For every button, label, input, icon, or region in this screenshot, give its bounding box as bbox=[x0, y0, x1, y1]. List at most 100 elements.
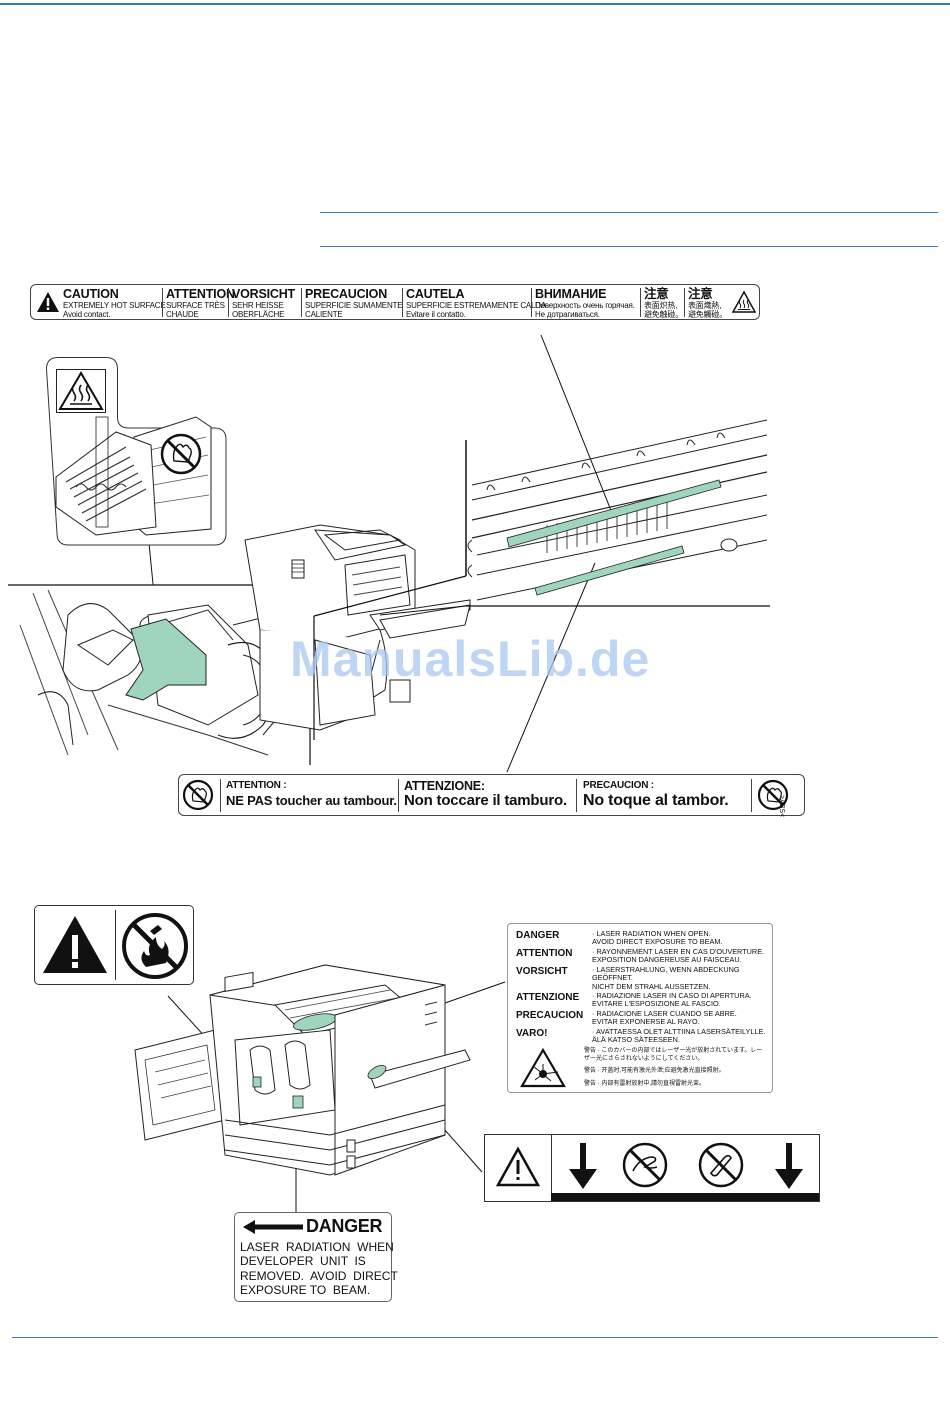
developer-danger-label: DANGER LASER RADIATION WHEN DEVELOPER UN… bbox=[234, 1212, 398, 1302]
caution-heading: ATTENTION bbox=[166, 287, 235, 301]
laser-row-key: ATTENZIONE bbox=[516, 992, 580, 1003]
divider bbox=[684, 288, 685, 317]
label-code: >ABS< bbox=[778, 795, 785, 818]
divider bbox=[640, 288, 641, 317]
laser-row-text: · RADIAZIONE LASER IN CASO DI APERTURA. … bbox=[592, 991, 752, 1009]
caution-heading: VORSICHT bbox=[232, 287, 295, 301]
laser-row-key: PRECAUCION bbox=[516, 1010, 584, 1021]
no-fire-icon bbox=[122, 913, 188, 979]
caution-text-line: OBERFLÄCHE bbox=[232, 310, 285, 319]
caution-text-line: EXTREMELY HOT SURFACE bbox=[63, 301, 166, 310]
caution-heading: 注意 bbox=[644, 287, 669, 301]
divider bbox=[398, 779, 399, 812]
hot-roller-highlight-upper bbox=[506, 479, 722, 548]
asian-warning-line: 警告 · このカバーの内部ではレーザー光が放射されています。レーザー光にさらされ… bbox=[584, 1048, 763, 1062]
caution-text-line: 避免触碰。 bbox=[644, 310, 683, 319]
warning-triangle-icon bbox=[43, 916, 107, 973]
right-laser-highlight bbox=[367, 1064, 387, 1080]
do-not-touch-drum-label: ATTENTION : NE PAS toucher au tambour. A… bbox=[178, 774, 805, 818]
divider bbox=[751, 779, 752, 812]
laser-danger-label: DANGER · LASER RADIATION WHEN OPEN. AVOI… bbox=[507, 923, 773, 1093]
section-rule-top bbox=[320, 212, 938, 213]
caution-heading: ВНИМАНИЕ bbox=[535, 287, 607, 301]
caution-col-fr: ATTENTION SURFACE TRÈS CHAUDE bbox=[166, 287, 235, 319]
divider bbox=[531, 288, 532, 317]
laser-row-text: · LASERSTRAHLUNG, WENN ABDECKUNG GEÖFFNE… bbox=[592, 965, 740, 991]
section-rule-bottom bbox=[320, 246, 938, 247]
drum-heading: ATTENTION : bbox=[226, 780, 287, 791]
caution-text-line: CALIENTE bbox=[305, 310, 343, 319]
developer-danger-text: LASER RADIATION WHEN DEVELOPER UNIT IS R… bbox=[240, 1240, 398, 1298]
hot-surface-caution-label: CAUTION EXTREMELY HOT SURFACE Avoid cont… bbox=[30, 284, 760, 320]
drum-col-es: PRECAUCION : No toque al tambor. bbox=[583, 780, 729, 810]
zoom-frame bbox=[313, 440, 770, 740]
drum-heading: PRECAUCION : bbox=[583, 780, 654, 791]
divider bbox=[576, 779, 577, 812]
caution-text-line: SUPERFICIE SUMAMENTE bbox=[305, 301, 403, 310]
no-fire-warning-label bbox=[34, 905, 194, 985]
drum-col-it: ATTENZIONE: Non toccare il tamburo. bbox=[404, 780, 567, 810]
caution-heading: PRECAUCION bbox=[305, 287, 388, 301]
laser-row-text: · RAYONNEMENT LASER EN CAS D'OUVERTURE. … bbox=[592, 947, 765, 965]
caution-col-zh-tw: 注意 表面熾熱, 避免觸碰。 bbox=[688, 287, 727, 319]
arrow-left-icon bbox=[243, 1220, 303, 1234]
laser-warning-icon bbox=[520, 1047, 566, 1088]
arrow-down-icon bbox=[775, 1143, 803, 1189]
caution-text-line: 表面熾熱, bbox=[688, 301, 722, 310]
caution-heading: 注意 bbox=[688, 287, 713, 301]
laser-row-key: ATTENTION bbox=[516, 948, 573, 959]
arrow-down-icon bbox=[569, 1143, 597, 1189]
caution-heading: CAUTION bbox=[63, 287, 119, 301]
developer-danger-heading: DANGER bbox=[306, 1216, 383, 1236]
laser-row-text: · AVATTAESSA OLET ALTTIINA LASERSÄTEILYL… bbox=[592, 1027, 766, 1045]
printer-front-open-illustration bbox=[134, 964, 471, 1176]
asian-warning-line: 警告 · 开盖时,可能有激光外泄;应避免激光直接照射。 bbox=[584, 1068, 725, 1074]
caution-col-ru: ВНИМАНИЕ Поверхность очень горячая. Не д… bbox=[535, 287, 635, 319]
do-not-touch-icon bbox=[757, 779, 789, 811]
drum-text: Non toccare il tamburo. bbox=[404, 792, 567, 809]
page-header-rule bbox=[0, 3, 950, 5]
drum-text: NE PAS toucher au tambour. bbox=[226, 793, 397, 808]
caution-col-es: PRECAUCION SUPERFICIE SUMAMENTE CALIENTE bbox=[305, 287, 403, 319]
fuser-interior-illustration bbox=[8, 584, 311, 765]
fuser-roller-illustration bbox=[467, 419, 768, 601]
do-not-touch-icon bbox=[182, 779, 214, 811]
caution-text-line: Поверхность очень горячая. bbox=[535, 301, 635, 310]
asian-warning-line: 警告 · 内部有雷射放射中,請勿直視雷射光束。 bbox=[584, 1081, 705, 1087]
divider bbox=[162, 288, 163, 317]
hot-surface-warning-icon bbox=[56, 369, 106, 413]
caution-col-it: CAUTELA SUPERFICIE ESTREMAMENTE CALDA Ev… bbox=[406, 287, 546, 319]
warning-triangle-icon bbox=[37, 292, 59, 312]
caution-col-en: CAUTION EXTREMELY HOT SURFACE Avoid cont… bbox=[63, 287, 166, 319]
hot-surface-inset bbox=[45, 357, 227, 546]
caution-text-line: Evitare il contatto. bbox=[406, 310, 466, 319]
side-laser-highlight bbox=[252, 1076, 262, 1088]
caution-text-line: SURFACE TRÈS bbox=[166, 301, 225, 310]
caution-text-line: 避免觸碰。 bbox=[688, 310, 727, 319]
caution-col-zh-cn: 注意 表面炽热, 避免触碰。 bbox=[644, 287, 683, 319]
drum-text: No toque al tambor. bbox=[583, 792, 729, 809]
caution-col-de: VORSICHT SEHR HEISSE OBERFLÄCHE bbox=[232, 287, 295, 319]
laser-row-text: · RADIACIONE LASER CUANDO SE ABRE. EVITA… bbox=[592, 1009, 737, 1027]
caution-text-line: Avoid contact. bbox=[63, 310, 111, 319]
hot-area-highlight bbox=[125, 618, 207, 701]
laser-row-key: VARO! bbox=[516, 1028, 548, 1039]
do-not-touch-icon bbox=[698, 1142, 744, 1188]
laser-row-text: · LASER RADIATION WHEN OPEN. AVOID DIREC… bbox=[592, 929, 723, 947]
caution-heading: CAUTELA bbox=[406, 287, 465, 301]
divider bbox=[402, 288, 403, 317]
warning-triangle-icon bbox=[495, 1146, 541, 1187]
hot-roller-highlight-lower bbox=[534, 545, 685, 596]
hot-surface-warning-icon bbox=[731, 290, 757, 313]
caution-text-line: SEHR HEISSE bbox=[232, 301, 284, 310]
caution-text-line: Не дотрагиваться. bbox=[535, 310, 600, 319]
page-footer-rule bbox=[12, 1337, 938, 1338]
caution-text-line: 表面炽热, bbox=[644, 301, 678, 310]
do-not-touch-icon bbox=[622, 1142, 668, 1188]
divider bbox=[301, 288, 302, 317]
drum-col-fr: ATTENTION : NE PAS toucher au tambour. bbox=[226, 780, 397, 810]
printer-rear-open-illustration bbox=[244, 524, 471, 731]
do-not-touch-symbol-label bbox=[484, 1134, 820, 1202]
divider bbox=[220, 779, 221, 812]
divider bbox=[228, 288, 229, 317]
